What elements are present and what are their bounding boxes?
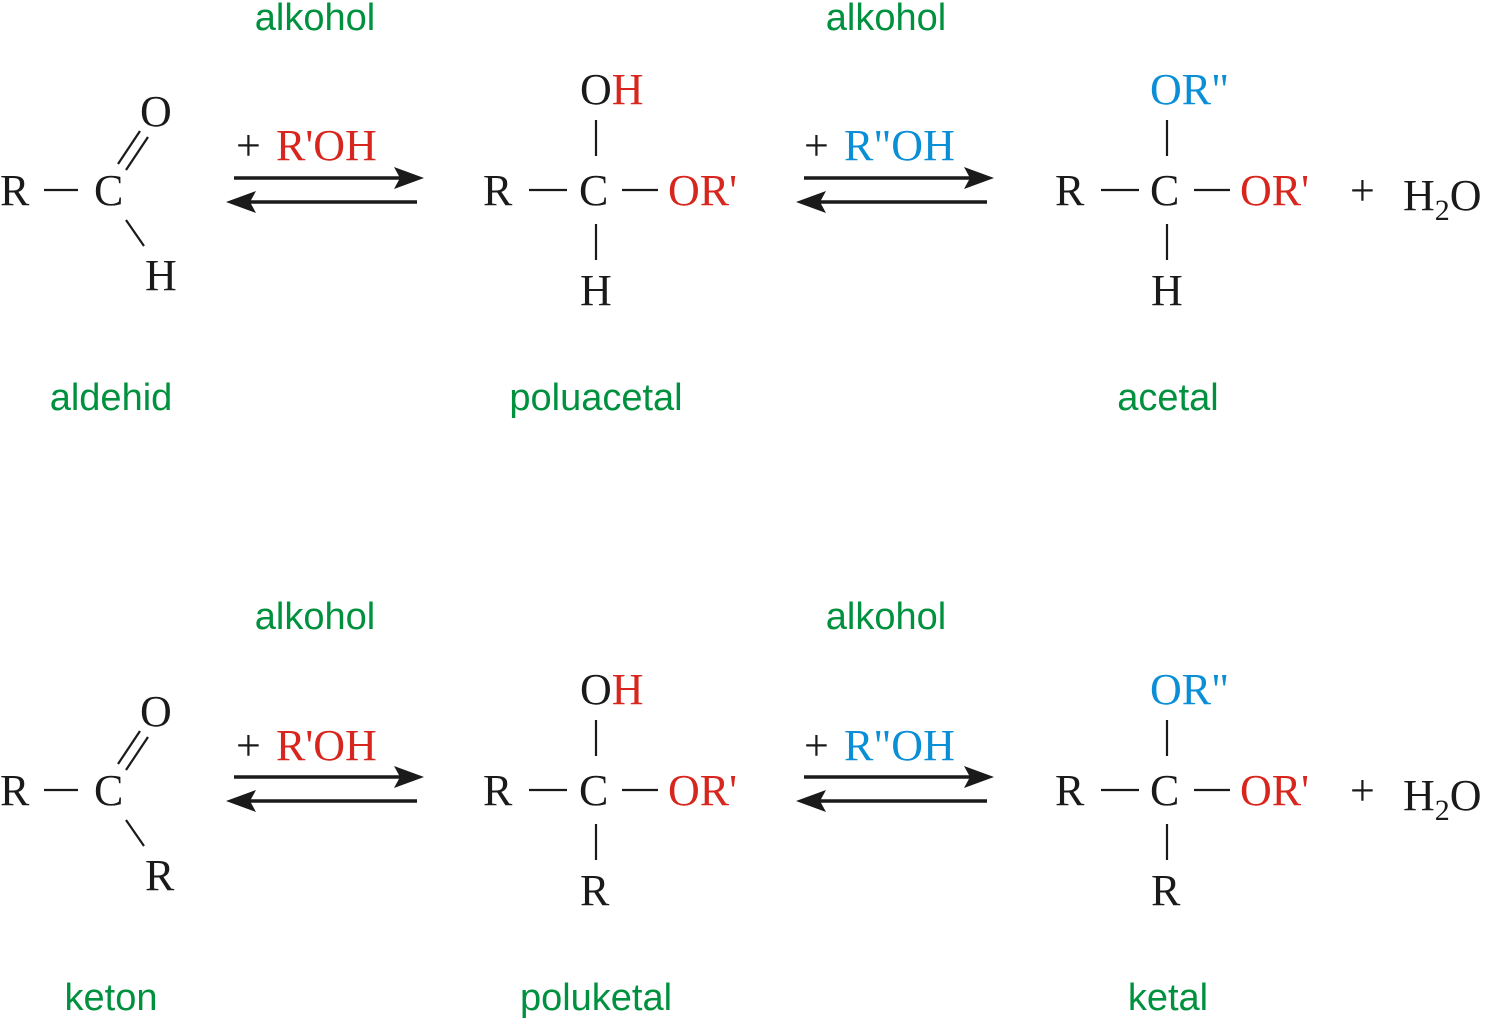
atom-or-prime: OR' bbox=[668, 766, 737, 815]
aldehyde-structure: R C O H bbox=[0, 87, 177, 300]
compound-label-aldehyde: aldehid bbox=[50, 377, 173, 419]
equilibrium-step-1: + R'OH bbox=[226, 721, 424, 812]
atom-r: R bbox=[483, 166, 513, 215]
reverse-arrow-head bbox=[226, 191, 256, 213]
atom-or-prime: OR' bbox=[1240, 166, 1309, 215]
atom-oh: OH bbox=[580, 65, 644, 114]
atom-or-prime: OR' bbox=[668, 166, 737, 215]
atom-c: C bbox=[1150, 766, 1179, 815]
atom-or-double-prime: OR" bbox=[1150, 65, 1229, 114]
atom-c: C bbox=[94, 766, 123, 815]
reagent-roh: R'OH bbox=[276, 721, 377, 770]
atom-h: H bbox=[145, 251, 177, 300]
reagent-label-2: alkohol bbox=[826, 0, 946, 39]
ketal-structure: OR" R C OR' R bbox=[1055, 665, 1309, 915]
equilibrium-step-2: + R"OH bbox=[796, 121, 994, 213]
ketone-structure: R C O R bbox=[0, 687, 175, 900]
forward-arrow-head bbox=[964, 766, 994, 788]
atom-c: C bbox=[1150, 166, 1179, 215]
atom-c: C bbox=[94, 166, 123, 215]
atom-c: C bbox=[579, 766, 608, 815]
equilibrium-step-2: + R"OH bbox=[796, 721, 994, 812]
reagent-label-1: alkohol bbox=[255, 596, 375, 638]
plus-sign: + bbox=[236, 121, 261, 170]
double-bond-b bbox=[125, 736, 149, 771]
equilibrium-step-1: + R'OH bbox=[226, 121, 424, 213]
atom-r: R bbox=[0, 766, 30, 815]
acetal-structure: OR" R C OR' H bbox=[1055, 65, 1309, 315]
atom-o: O bbox=[140, 687, 172, 736]
plus-sign: + bbox=[804, 721, 829, 770]
atom-r: R bbox=[1055, 166, 1085, 215]
atom-r: R bbox=[483, 766, 513, 815]
atom-r2: R bbox=[145, 851, 175, 900]
atom-h: H bbox=[1151, 266, 1183, 315]
water-byproduct: + H2O bbox=[1350, 166, 1482, 227]
bond-c-h bbox=[125, 219, 145, 247]
forward-arrow-head bbox=[394, 167, 424, 189]
atom-or-prime: OR' bbox=[1240, 766, 1309, 815]
plus-sign: + bbox=[804, 121, 829, 170]
atom-c: C bbox=[579, 166, 608, 215]
hemiketal-structure: OH R C OR' R bbox=[483, 665, 737, 915]
double-bond-a bbox=[117, 130, 141, 165]
compound-label-ketone: keton bbox=[65, 977, 158, 1019]
atom-or-double-prime: OR" bbox=[1150, 665, 1229, 714]
double-bond-b bbox=[125, 136, 149, 171]
reagent-r2oh: R"OH bbox=[844, 721, 955, 770]
atom-r-bottom: R bbox=[580, 866, 610, 915]
plus-sign: + bbox=[1350, 166, 1375, 215]
reaction-row-ketone: alkohol alkohol R C O R + R'OH OH R bbox=[0, 596, 1482, 1019]
water-formula: H2O bbox=[1403, 771, 1482, 827]
plus-sign: + bbox=[236, 721, 261, 770]
reaction-row-aldehyde: alkohol alkohol R C O H + R'OH OH R bbox=[0, 0, 1482, 419]
atom-r: R bbox=[1055, 766, 1085, 815]
hemiacetal-structure: OH R C OR' H bbox=[483, 65, 737, 315]
compound-label-hemiacetal: poluacetal bbox=[509, 377, 682, 419]
compound-label-ketal: ketal bbox=[1128, 977, 1208, 1019]
reagent-label-1: alkohol bbox=[255, 0, 375, 39]
reverse-arrow-head bbox=[796, 790, 826, 812]
water-byproduct: + H2O bbox=[1350, 766, 1482, 827]
reverse-arrow-head bbox=[226, 790, 256, 812]
reverse-arrow-head bbox=[796, 191, 826, 213]
bond-c-r bbox=[125, 819, 145, 847]
atom-r: R bbox=[0, 166, 30, 215]
forward-arrow-head bbox=[964, 167, 994, 189]
atom-oh: OH bbox=[580, 665, 644, 714]
reagent-r2oh: R"OH bbox=[844, 121, 955, 170]
compound-label-acetal: acetal bbox=[1117, 377, 1218, 419]
atom-r-bottom: R bbox=[1151, 866, 1181, 915]
forward-arrow-head bbox=[394, 766, 424, 788]
water-formula: H2O bbox=[1403, 171, 1482, 227]
reagent-label-2: alkohol bbox=[826, 596, 946, 638]
compound-label-hemiketal: poluketal bbox=[520, 977, 672, 1019]
atom-o: O bbox=[140, 87, 172, 136]
double-bond-a bbox=[117, 730, 141, 765]
reagent-roh: R'OH bbox=[276, 121, 377, 170]
plus-sign: + bbox=[1350, 766, 1375, 815]
atom-h: H bbox=[580, 266, 612, 315]
